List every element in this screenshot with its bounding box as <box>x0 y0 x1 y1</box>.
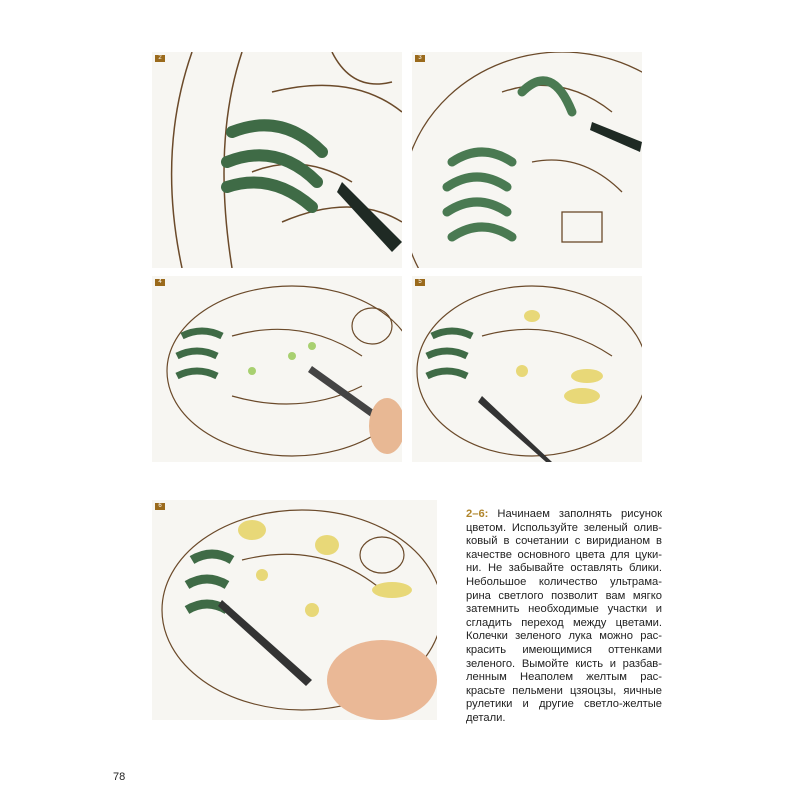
step-4-illustration: 4 <box>152 276 402 462</box>
figure-number: 2 <box>155 55 165 62</box>
step-3-illustration: 3 <box>412 52 642 268</box>
step-5-illustration: 5 <box>412 276 642 462</box>
figure-number: 6 <box>155 503 165 510</box>
caption-text: 2–6: Начинаем заполнять рисунок цветом. … <box>466 508 662 726</box>
figure-number: 5 <box>415 279 425 286</box>
caption-lead: 2–6: <box>466 508 489 520</box>
page-number: 78 <box>113 771 126 783</box>
caption-body: Начинаем заполнять рисунок цветом. Испол… <box>466 508 662 724</box>
figure-number: 4 <box>155 279 165 286</box>
step-2-illustration: 2 <box>152 52 402 268</box>
figure-number: 3 <box>415 55 425 62</box>
step-6-illustration: 6 <box>152 500 437 720</box>
